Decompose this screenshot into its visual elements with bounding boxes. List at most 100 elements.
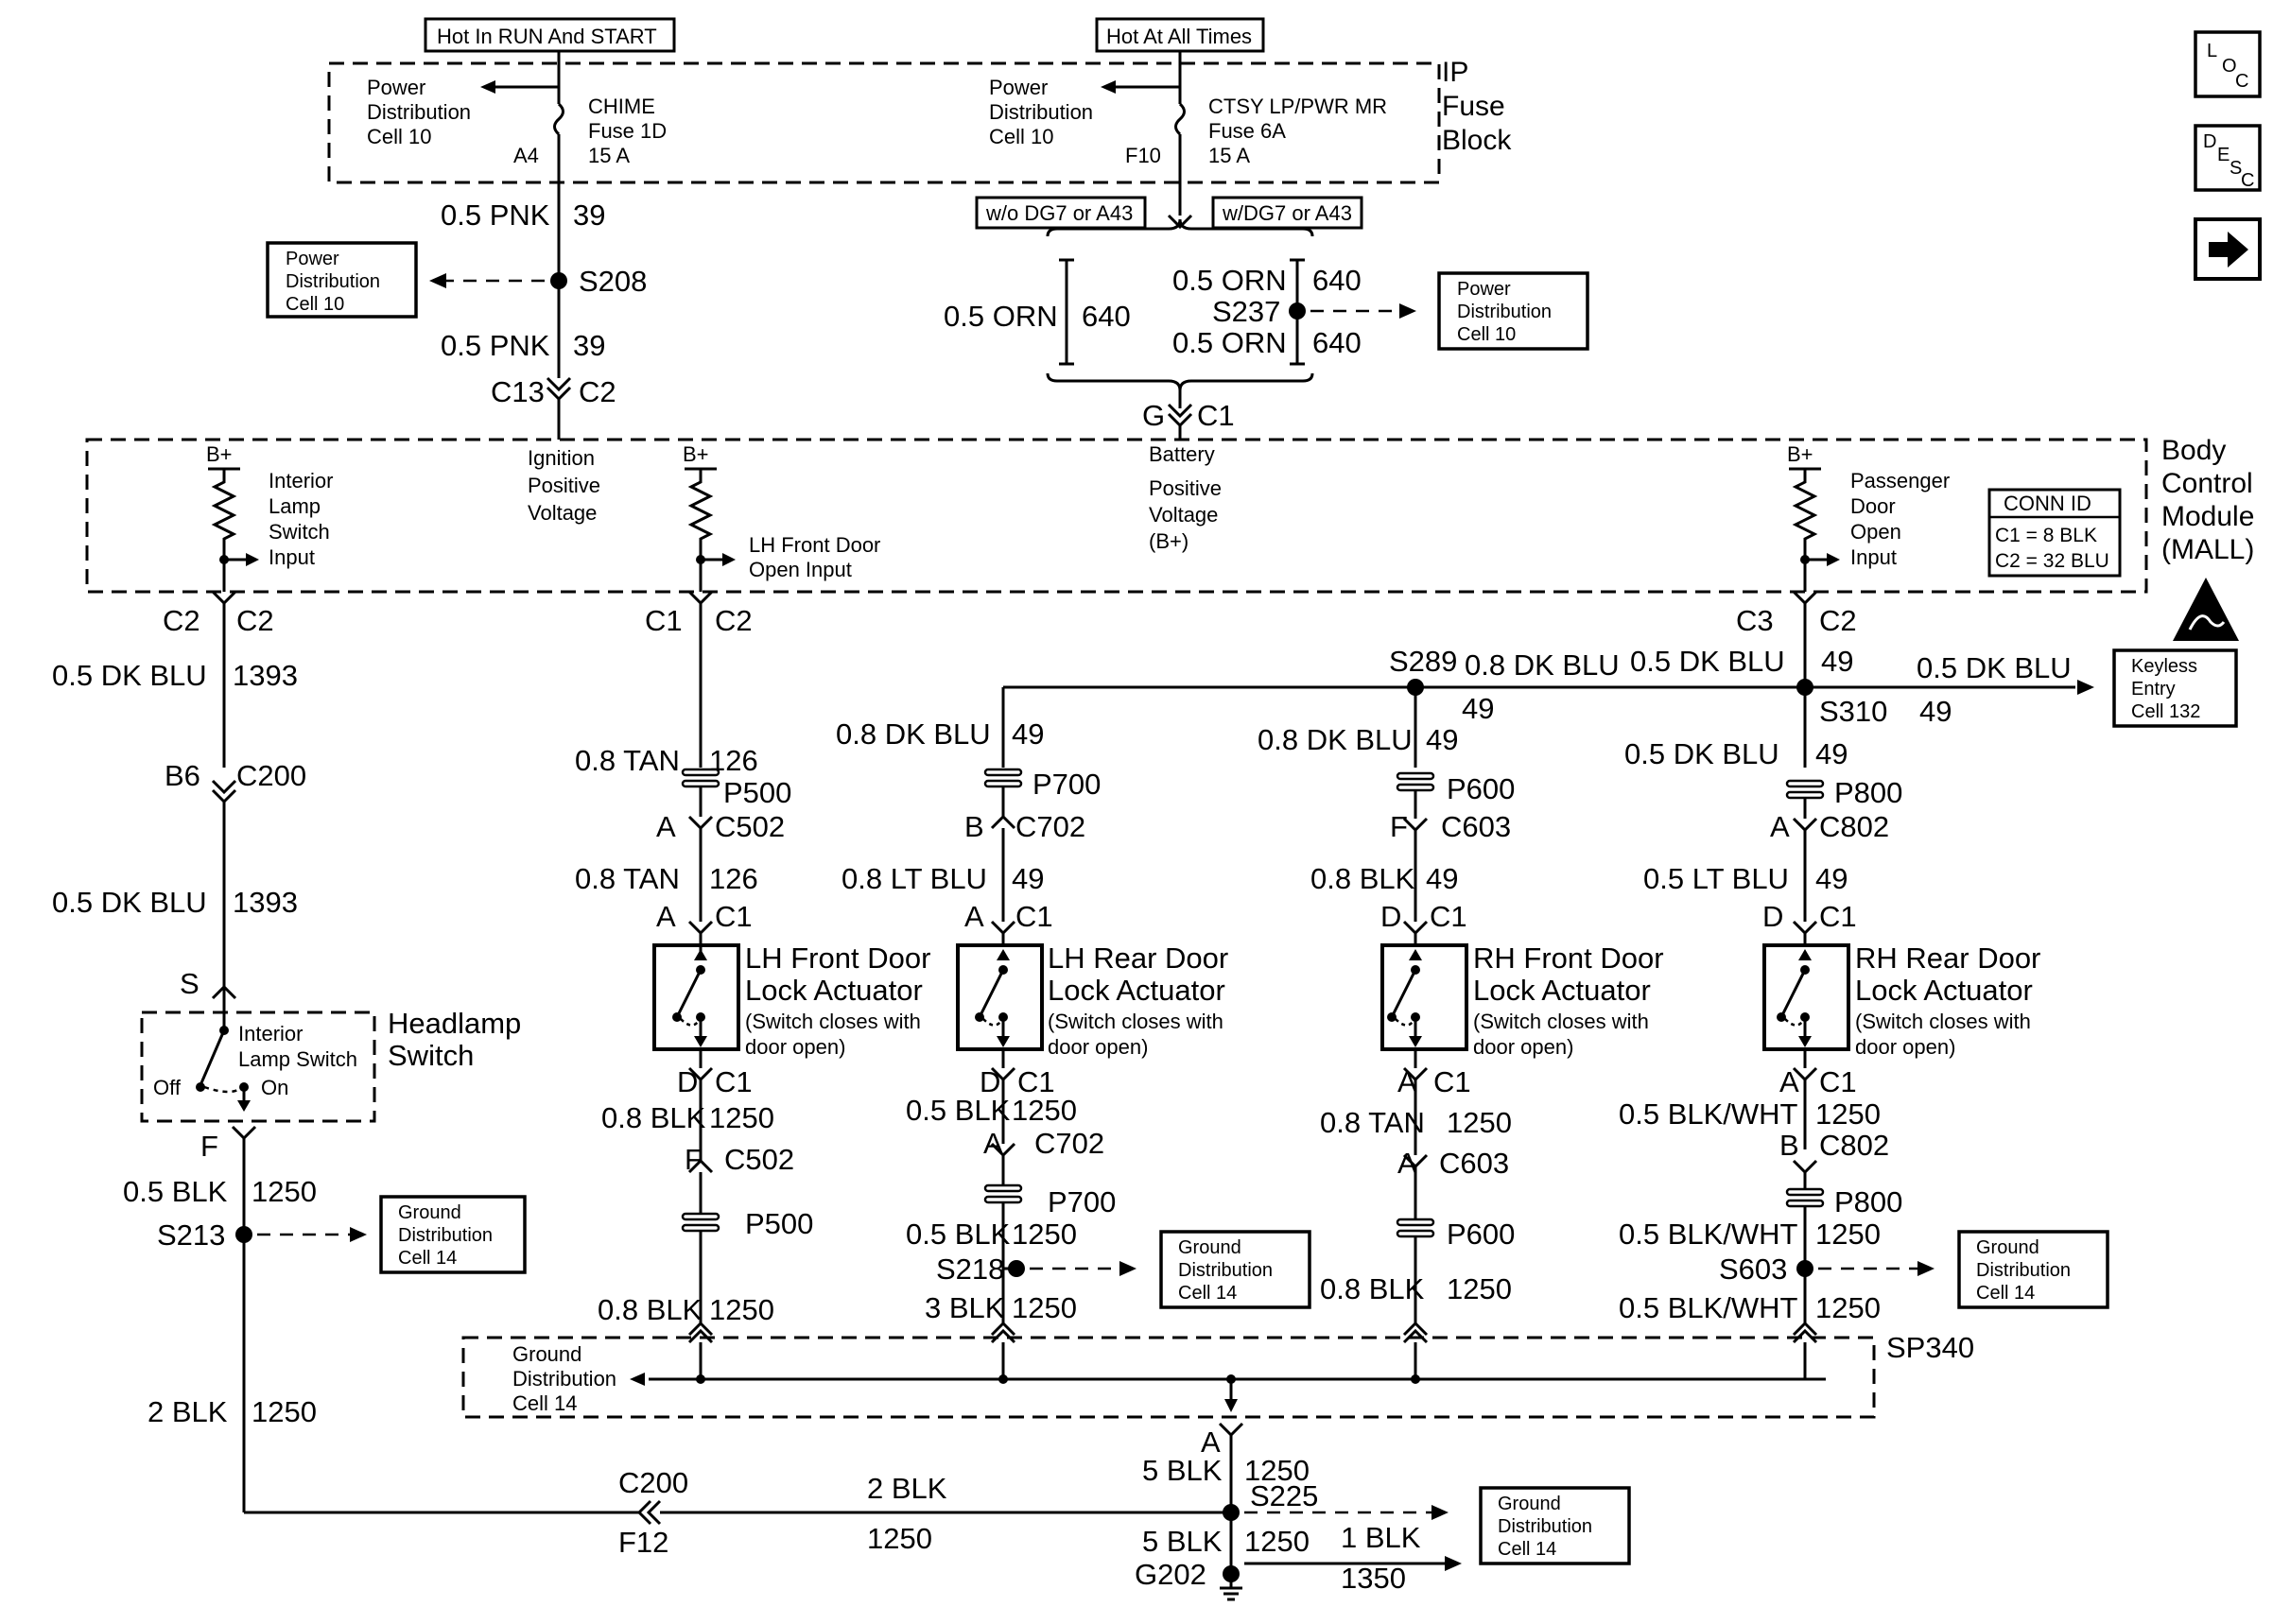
svg-text:A: A xyxy=(1201,1425,1221,1459)
svg-text:Cell 14: Cell 14 xyxy=(512,1391,577,1415)
svg-text:P600: P600 xyxy=(1447,772,1515,805)
option-without: w/o DG7 or A43 xyxy=(985,201,1133,225)
lh-rear-door-circuit: 0.8 DK BLU 49 P700 B C702 0.8 LT BLU 49 … xyxy=(836,717,1101,945)
splice-s208: S208 xyxy=(579,265,647,298)
svg-text:F: F xyxy=(685,1143,703,1176)
svg-text:Input: Input xyxy=(269,545,315,569)
chime-fuse-symbol xyxy=(553,102,564,136)
svg-text:C2 = 32 BLU: C2 = 32 BLU xyxy=(1995,550,2109,572)
lh-front-door-lock-actuator: LH Front Door Lock Actuator (Switch clos… xyxy=(652,942,930,1068)
svg-text:Lamp Switch: Lamp Switch xyxy=(238,1047,357,1071)
svg-text:P800: P800 xyxy=(1834,776,1902,809)
rh-rear-door-lock-actuator: RH Rear Door Lock Actuator (Switch close… xyxy=(1762,942,2040,1068)
svg-text:B6: B6 xyxy=(165,759,200,792)
svg-text:B: B xyxy=(964,810,984,843)
svg-text:C1: C1 xyxy=(1433,1065,1471,1098)
loc-icon[interactable]: L O C xyxy=(2194,30,2262,98)
svg-text:0.8 TAN: 0.8 TAN xyxy=(575,744,680,777)
svg-text:A: A xyxy=(1397,1147,1417,1180)
svg-text:Lock Actuator: Lock Actuator xyxy=(1048,974,1225,1007)
svg-text:1250: 1250 xyxy=(1244,1525,1310,1558)
svg-text:126: 126 xyxy=(709,862,758,895)
svg-text:C1: C1 xyxy=(1017,1065,1055,1098)
svg-text:A: A xyxy=(983,1127,1003,1160)
svg-text:P700: P700 xyxy=(1032,768,1101,801)
svg-text:1250: 1250 xyxy=(1447,1272,1512,1305)
svg-text:1250: 1250 xyxy=(252,1175,317,1208)
svg-text:LH Rear Door: LH Rear Door xyxy=(1048,942,1228,975)
ip-fuse-block-title-3: Block xyxy=(1442,125,1512,156)
lh-rear-door-ground: D C1 0.5 BLK 1250 A C702 P700 0.5 BLK 12… xyxy=(906,1065,1136,1344)
ipfb-left-ref-3: Cell 10 xyxy=(367,125,431,148)
svg-text:C502: C502 xyxy=(715,810,785,843)
ipfb-right-ref-3: Cell 10 xyxy=(989,125,1053,148)
svg-text:C200: C200 xyxy=(236,759,306,792)
svg-text:Voltage: Voltage xyxy=(528,501,597,525)
svg-text:C802: C802 xyxy=(1819,810,1889,843)
svg-text:Body: Body xyxy=(2161,435,2226,466)
svg-text:Cell 14: Cell 14 xyxy=(398,1248,457,1269)
pullup-resistor-interior xyxy=(211,469,237,563)
headlamp-ground-circuit: 0.5 BLK 1250 S213 2 BLK 1250 C200 F12 2 … xyxy=(123,1153,1229,1559)
splice-s208-dot xyxy=(550,272,567,289)
svg-text:49: 49 xyxy=(1426,723,1458,756)
splice-s218: S218 xyxy=(936,1253,1004,1286)
svg-text:640: 640 xyxy=(1312,326,1362,359)
svg-text:0.5 ORN: 0.5 ORN xyxy=(1172,264,1287,297)
svg-text:Cell 14: Cell 14 xyxy=(1178,1283,1237,1304)
ref-box-ground-s603[interactable]: Ground Distribution Cell 14 xyxy=(1957,1230,2109,1309)
svg-text:F: F xyxy=(200,1130,218,1163)
svg-text:C2: C2 xyxy=(163,604,200,637)
svg-text:A: A xyxy=(656,900,676,933)
ref-box-ground-s213[interactable]: Ground Distribution Cell 14 xyxy=(379,1195,527,1274)
svg-text:B: B xyxy=(1779,1129,1799,1162)
svg-text:A: A xyxy=(964,900,984,933)
svg-text:C: C xyxy=(2241,170,2254,191)
svg-text:49: 49 xyxy=(1462,692,1494,725)
ip-fuse-block: IP Fuse Block Power Distribution Cell 10… xyxy=(327,51,1512,216)
svg-text:0.8 BLK: 0.8 BLK xyxy=(1320,1272,1425,1305)
svg-text:0.5 ORN: 0.5 ORN xyxy=(1172,326,1287,359)
svg-text:A: A xyxy=(1397,1065,1417,1098)
svg-text:Switch: Switch xyxy=(388,1039,474,1072)
svg-text:0.8 TAN: 0.8 TAN xyxy=(1320,1106,1425,1139)
ref-box-ground-s225[interactable]: Ground Distribution Cell 14 xyxy=(1479,1486,1631,1565)
svg-text:(B+): (B+) xyxy=(1149,529,1189,553)
svg-text:49: 49 xyxy=(1919,695,1952,728)
ref-box-keyless-entry[interactable]: Keyless Entry Cell 132 xyxy=(2112,648,2238,728)
svg-text:C1: C1 xyxy=(715,900,753,933)
svg-text:Power: Power xyxy=(1457,279,1511,300)
svg-text:Lock Actuator: Lock Actuator xyxy=(1473,974,1651,1007)
rh-rear-door-circuit: 0.5 DK BLU 49 P800 A C802 0.5 LT BLU 49 … xyxy=(1624,687,1902,945)
ctsy-fuse-2: Fuse 6A xyxy=(1208,119,1286,143)
svg-text:Switch: Switch xyxy=(269,520,330,544)
svg-text:Control: Control xyxy=(2161,468,2253,499)
pnk-circuit-39: 0.5 PNK 39 S208 0.5 PNK 39 C13 C2 xyxy=(429,182,647,440)
svg-text:D: D xyxy=(2203,131,2216,152)
svg-text:Open Input: Open Input xyxy=(749,558,852,581)
lh-rear-door-lock-actuator: LH Rear Door Lock Actuator (Switch close… xyxy=(956,942,1228,1068)
svg-text:Open: Open xyxy=(1850,520,1901,544)
svg-text:5 BLK: 5 BLK xyxy=(1142,1525,1223,1558)
svg-text:(Switch closes with: (Switch closes with xyxy=(1855,1010,2031,1033)
svg-text:1250: 1250 xyxy=(1012,1094,1077,1127)
ref-box-ground-s218[interactable]: Ground Distribution Cell 14 xyxy=(1159,1230,1311,1309)
chime-fuse-3: 15 A xyxy=(588,144,630,167)
pin-f10: F10 xyxy=(1125,144,1161,167)
svg-text:640: 640 xyxy=(1082,300,1131,333)
desc-icon[interactable]: D E S C xyxy=(2194,124,2262,192)
svg-text:0.5 BLK: 0.5 BLK xyxy=(906,1218,1011,1251)
svg-text:C1: C1 xyxy=(1015,900,1053,933)
svg-text:5 BLK: 5 BLK xyxy=(1142,1454,1223,1487)
svg-text:P800: P800 xyxy=(1834,1185,1902,1218)
next-arrow-icon[interactable] xyxy=(2194,217,2262,281)
svg-text:1350: 1350 xyxy=(1341,1562,1406,1595)
svg-text:0.8 TAN: 0.8 TAN xyxy=(575,862,680,895)
svg-text:E: E xyxy=(2217,145,2230,165)
ref-box-power-distribution-left[interactable]: Power Distribution Cell 10 xyxy=(266,241,418,319)
svg-text:Entry: Entry xyxy=(2131,679,2176,700)
door-ajar-bus-circuit-49: C3 C2 0.8 DK BLU 0.5 DK BLU 49 S289 49 S… xyxy=(1001,590,2094,768)
ref-box-power-distribution-right[interactable]: Power Distribution Cell 10 xyxy=(1437,271,1589,351)
svg-text:C2: C2 xyxy=(715,604,753,637)
ipfb-left-ref-2: Distribution xyxy=(367,100,471,124)
